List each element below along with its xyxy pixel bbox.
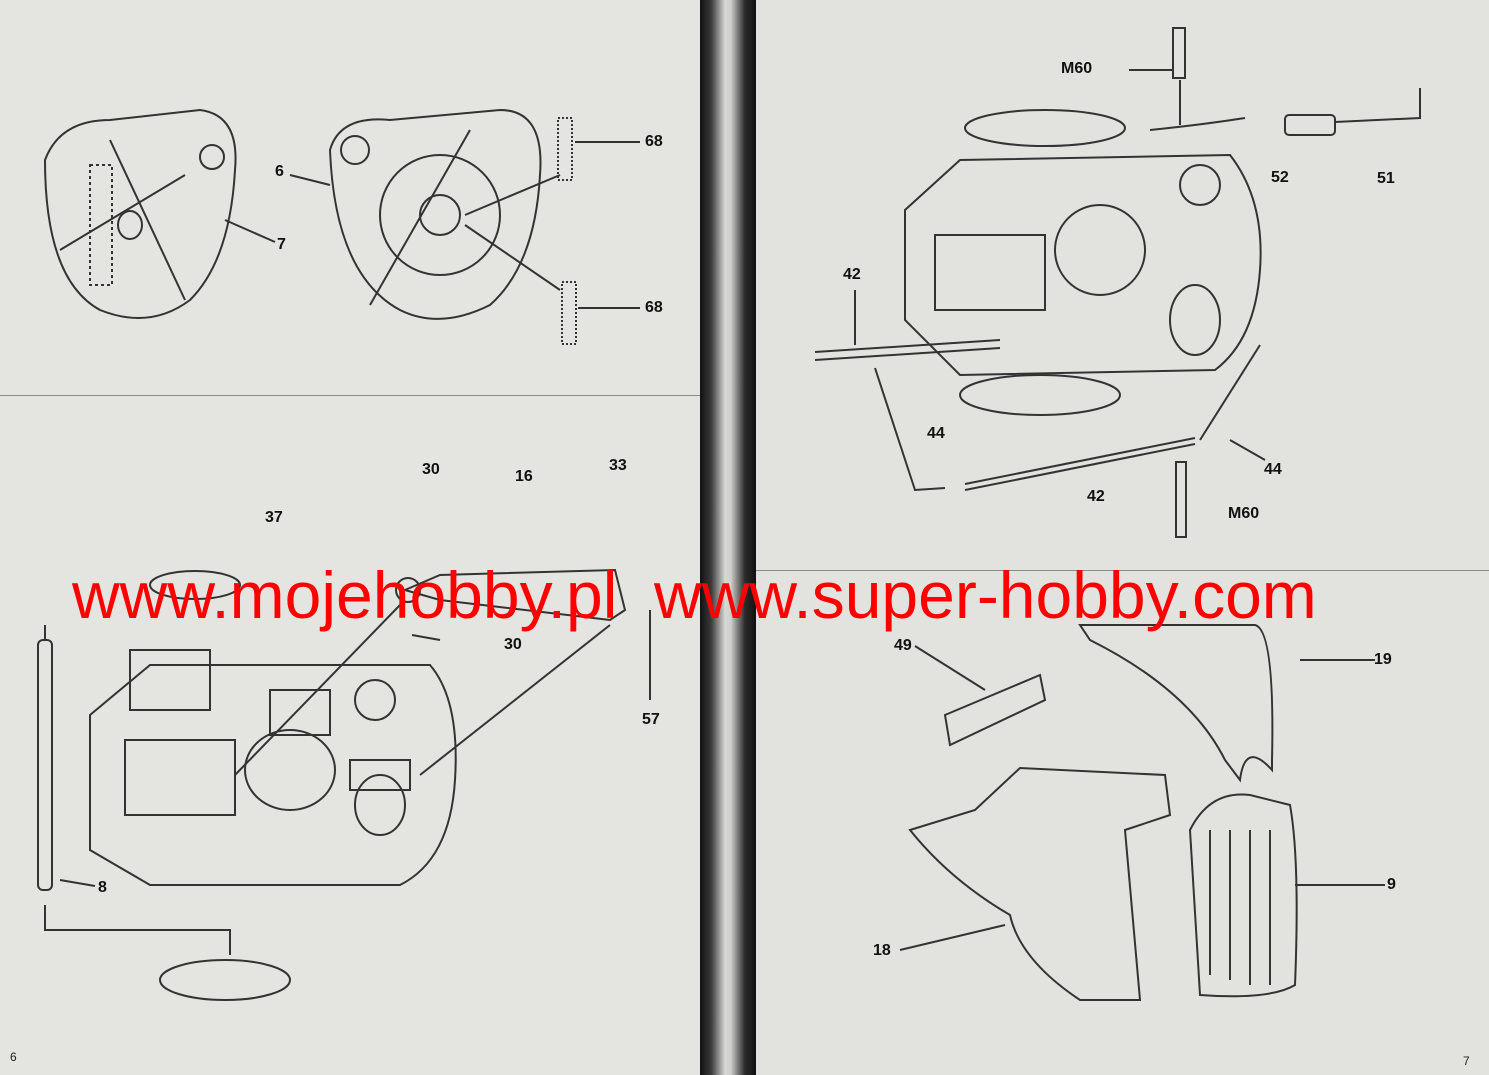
part-label: 51 xyxy=(1377,170,1395,187)
part-label: M60 xyxy=(1228,505,1260,522)
part-label: 6 xyxy=(275,163,284,180)
part-label: 44 xyxy=(1264,461,1282,478)
part-label: 37 xyxy=(265,509,283,526)
section-divider xyxy=(0,395,700,396)
part-label: 30 xyxy=(504,636,522,653)
section-divider xyxy=(756,570,1489,571)
part-label: 8 xyxy=(98,879,107,896)
part-label: 42 xyxy=(1087,488,1105,505)
part-label: 44 xyxy=(927,425,945,442)
part-label: M60 xyxy=(1061,60,1093,77)
watermark-text: www.mojehobby.pl www.super-hobby.com xyxy=(72,558,1317,632)
part-label: 7 xyxy=(277,236,286,253)
part-label: 18 xyxy=(873,942,891,959)
part-label: 42 xyxy=(843,266,861,283)
part-label: 30 xyxy=(422,461,440,478)
part-label: 49 xyxy=(894,637,912,654)
part-label: 16 xyxy=(515,468,533,485)
part-label: 19 xyxy=(1374,651,1392,668)
page-number: 7 xyxy=(1463,1054,1470,1068)
diagram-assembly-and-radiator xyxy=(814,27,1421,1001)
part-label: 68 xyxy=(645,299,663,316)
part-label: 9 xyxy=(1387,876,1396,893)
manual-page-left: 68 6 7 68 30 16 33 37 30 57 8 6 xyxy=(0,0,700,1075)
page-number: 6 xyxy=(10,1050,17,1064)
book-gutter xyxy=(700,0,756,1075)
part-label: 57 xyxy=(642,711,660,728)
manual-page-right: M60 52 51 42 44 44 42 M60 49 19 9 18 7 xyxy=(756,0,1489,1075)
part-label: 33 xyxy=(609,457,627,474)
part-label: 52 xyxy=(1271,169,1289,186)
part-label: 68 xyxy=(645,133,663,150)
diagram-lid-and-engine xyxy=(37,108,651,1001)
